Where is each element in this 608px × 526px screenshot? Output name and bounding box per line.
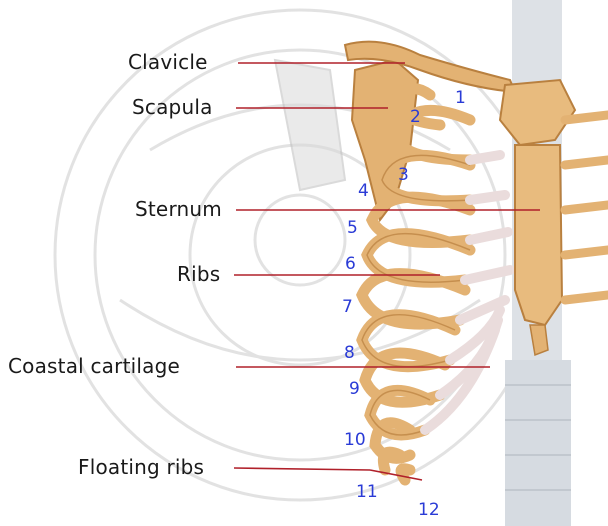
rib-number-6: 6 <box>345 254 356 274</box>
rib-number-4: 4 <box>358 181 369 201</box>
sternum-label: Sternum <box>135 197 222 221</box>
rib-number-12: 12 <box>418 500 440 520</box>
rib-number-2: 2 <box>410 107 421 127</box>
rib-number-3: 3 <box>398 165 409 185</box>
scapula-label: Scapula <box>132 95 213 119</box>
costal-cartilage-label: Coastal cartilage <box>8 354 180 378</box>
rib-number-7: 7 <box>342 297 353 317</box>
floating-ribs-leader-line <box>234 468 370 470</box>
rib-number-8: 8 <box>344 343 355 363</box>
rib-number-9: 9 <box>349 379 360 399</box>
ribs-label: Ribs <box>177 262 220 286</box>
rib-number-10: 10 <box>344 430 366 450</box>
rib-number-11: 11 <box>356 482 378 502</box>
rib-number-5: 5 <box>347 218 358 238</box>
rib-number-1: 1 <box>455 88 466 108</box>
floating-ribs-label: Floating ribs <box>78 455 204 479</box>
humerus-shadow <box>275 60 345 190</box>
clavicle-label: Clavicle <box>128 50 208 74</box>
right-ribs-hint <box>565 115 608 300</box>
